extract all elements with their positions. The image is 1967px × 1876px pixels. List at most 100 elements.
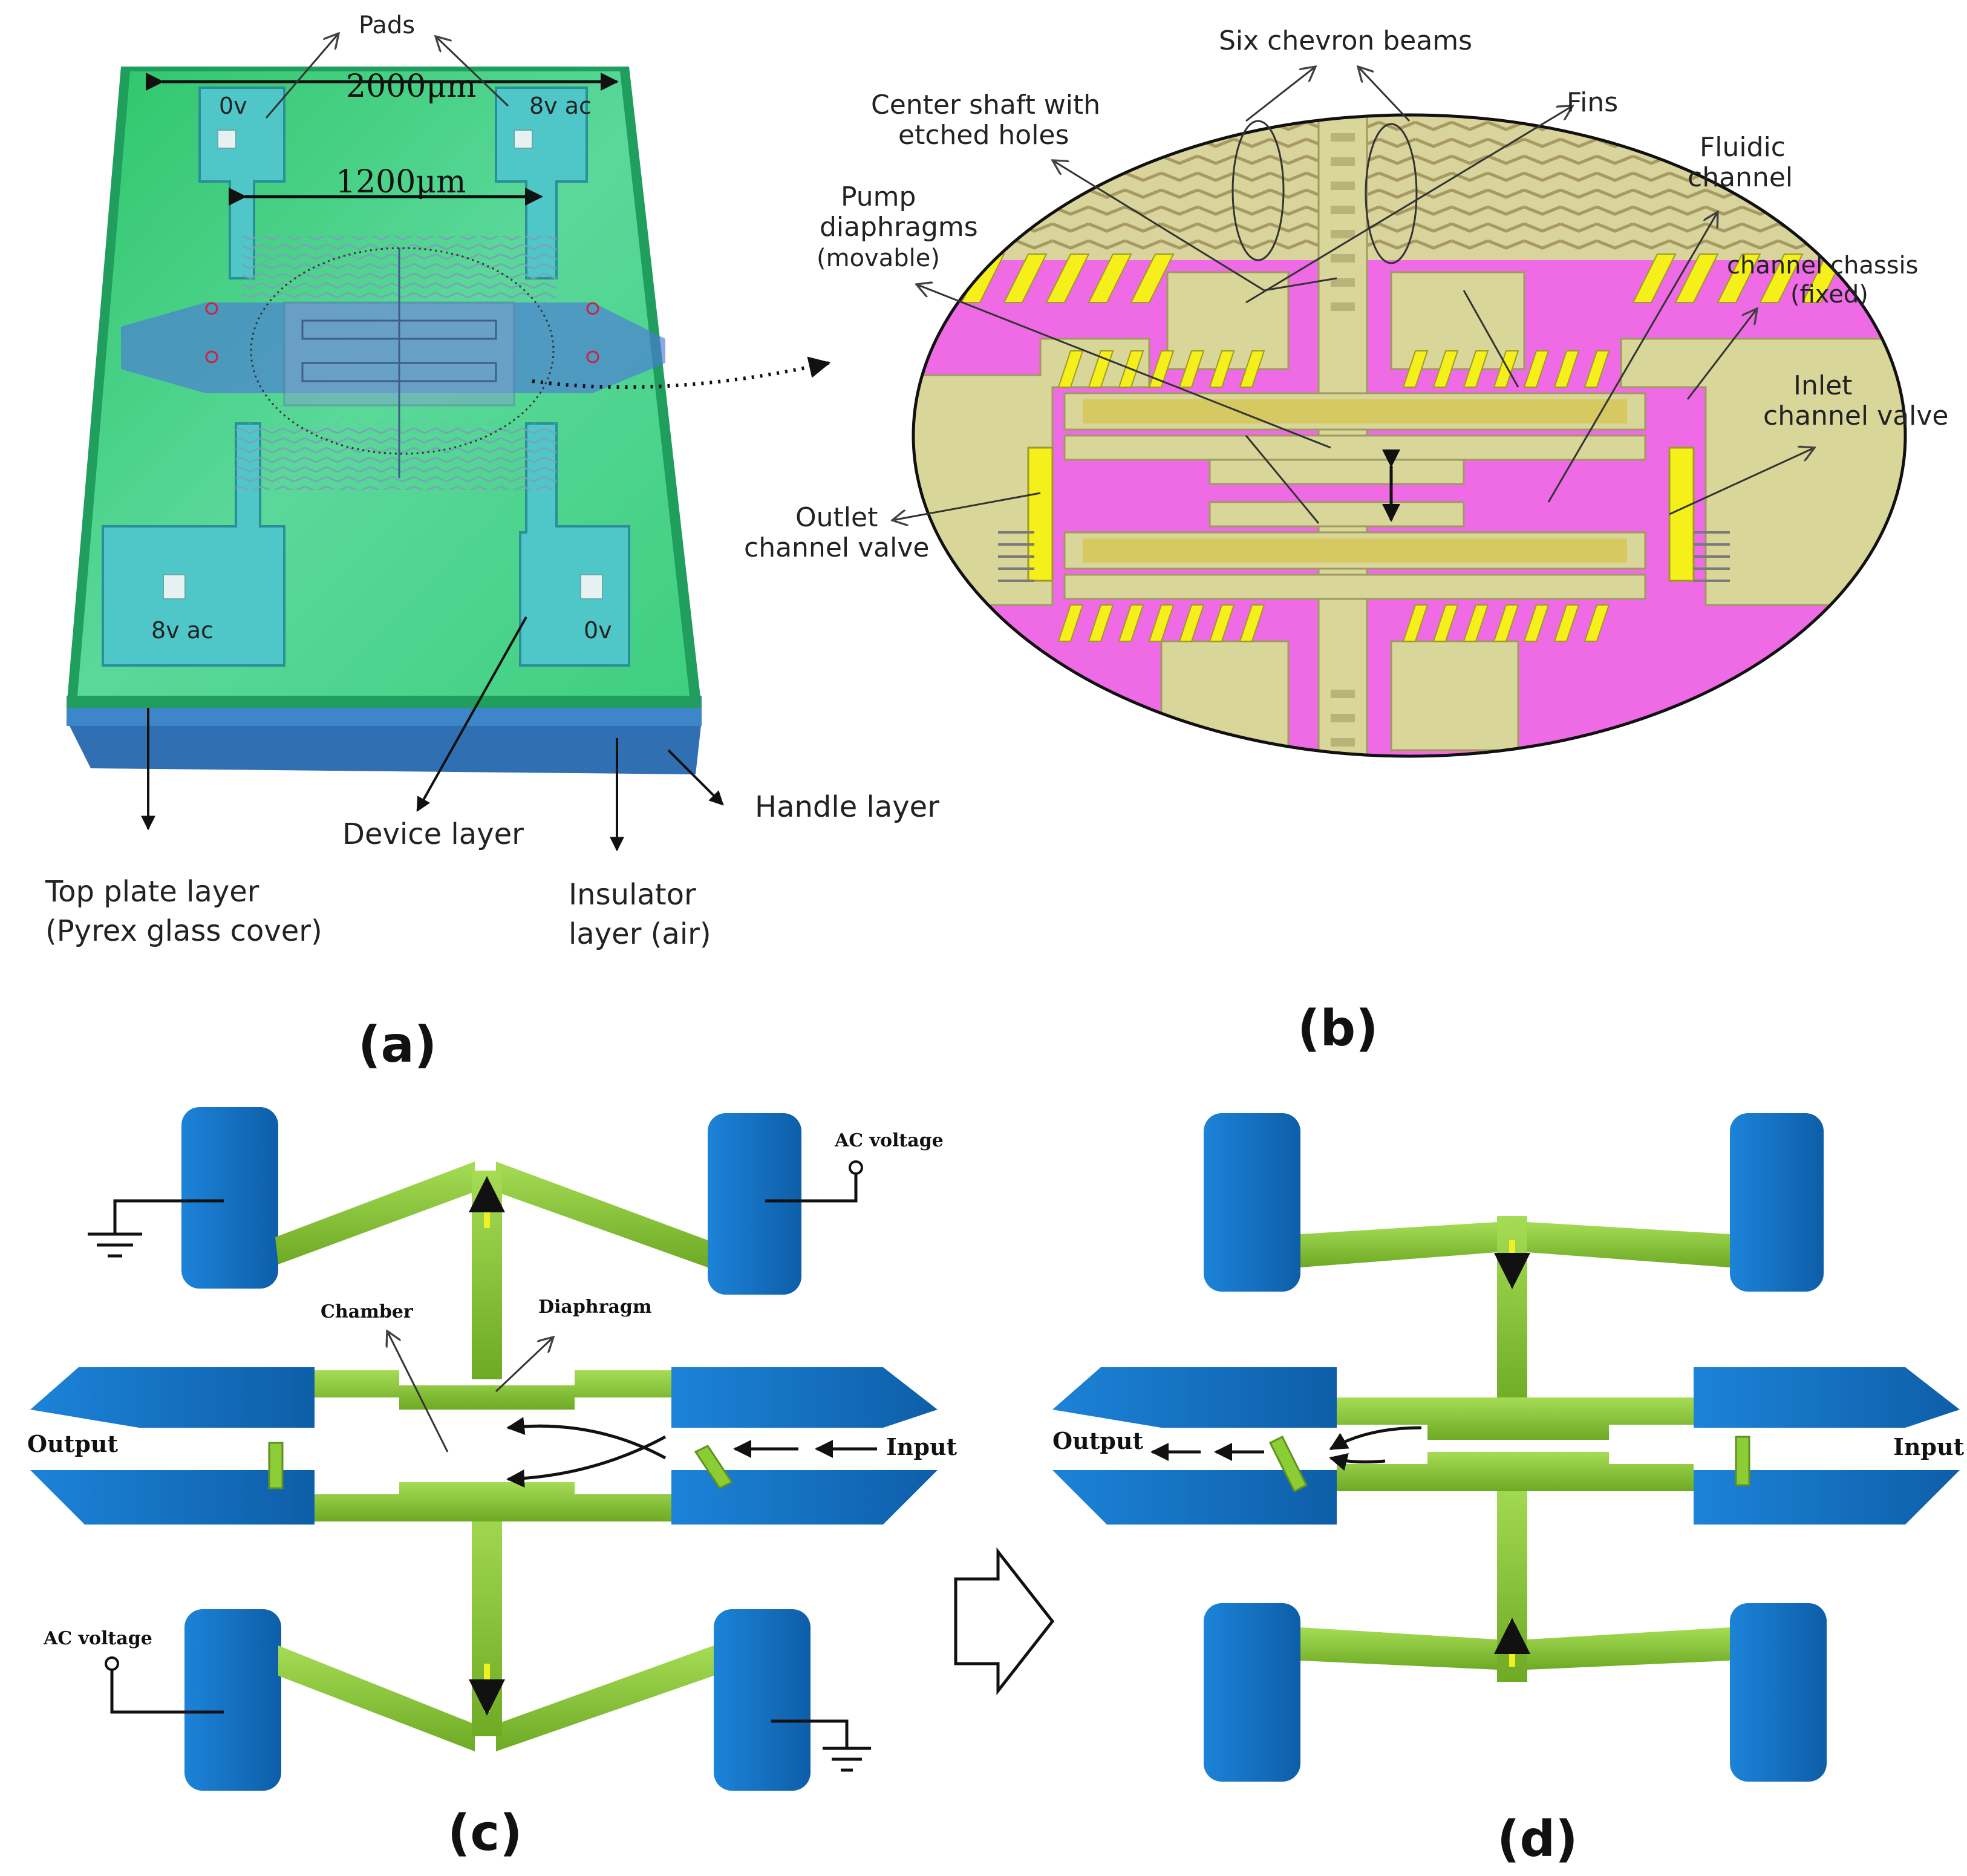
valve-c-outlet	[268, 1442, 284, 1489]
beam-d-bottom-right	[1527, 1627, 1730, 1670]
teeth-top	[918, 253, 1846, 303]
label-outlet-1: Outlet	[795, 502, 878, 533]
beam-c-bottom-right	[496, 1646, 714, 1751]
inlet-valve	[1668, 446, 1695, 582]
chassis-d-bottom-right	[1694, 1470, 1960, 1525]
beam-d-top-left	[1300, 1222, 1497, 1267]
ground-wire-c-top	[113, 1199, 224, 1234]
dimension-2000-label: 2000μm	[346, 68, 476, 105]
label-center-shaft-2: etched holes	[898, 120, 1069, 151]
panel-a-letter: (a)	[358, 1016, 437, 1074]
handle-layer-slab	[67, 720, 702, 774]
label-c-ac-top: AC voltage	[834, 1130, 944, 1151]
label-d-input: Input	[1893, 1433, 1965, 1460]
label-fluidic-1: Fluidic	[1700, 132, 1786, 163]
label-c-chamber: Chamber	[321, 1301, 414, 1322]
electrode-d-top-right	[1730, 1113, 1824, 1292]
ac-terminal-c-bottom	[105, 1656, 119, 1671]
ac-terminal-c-top	[849, 1160, 863, 1175]
electrode-d-bottom-right	[1730, 1603, 1827, 1782]
chassis-c-bottom-right	[671, 1470, 938, 1525]
electrode-c-top-left	[181, 1107, 278, 1289]
chassis-c-top-right	[671, 1367, 938, 1428]
chassis-c-top-left	[30, 1367, 315, 1428]
chassis-d-top-left	[1052, 1367, 1337, 1428]
valve-d-outlet	[1268, 1435, 1308, 1493]
label-inlet-2: channel valve	[1763, 400, 1948, 431]
panel-a: Pads 2000μm 1200μm 0v 8v ac 8v ac 0v Dev…	[45, 11, 939, 1074]
ac-wire-c-bottom	[110, 1670, 224, 1714]
valve-d-inlet	[1735, 1436, 1750, 1486]
pad-tr-voltage: 8v ac	[529, 93, 592, 119]
label-inlet-1: Inlet	[1793, 370, 1852, 401]
pad-top-left	[198, 87, 285, 279]
chevron-beams-bottom	[236, 423, 556, 490]
beam-c-top-left	[275, 1162, 475, 1264]
electrode-d-top-left	[1204, 1113, 1300, 1292]
ground-wire-c-bottom	[771, 1719, 849, 1748]
beam-c-top-right	[496, 1162, 708, 1267]
panel-c: AC voltage AC voltage Chamber Diaphragm …	[27, 1107, 957, 1862]
label-pump-3: (movable)	[817, 244, 940, 272]
diaphragm-d-bottom	[1337, 1452, 1694, 1491]
label-c-diaphragm: Diaphragm	[538, 1296, 652, 1318]
electrode-c-top-right	[708, 1113, 801, 1295]
panel-d-letter: (d)	[1497, 1811, 1578, 1868]
electrode-c-bottom-right	[714, 1609, 811, 1791]
ground-symbol-c-top	[88, 1232, 142, 1258]
transition-arrow	[954, 1547, 1055, 1696]
label-chassis-2: (fixed)	[1790, 281, 1868, 309]
beam-d-bottom-left	[1300, 1627, 1497, 1670]
fin-block-br	[1390, 640, 1519, 751]
electrode-c-bottom-left	[184, 1609, 281, 1791]
fins-top	[1057, 350, 1610, 388]
diaphragm-c-top	[315, 1370, 671, 1410]
panel-b-letter: (b)	[1297, 1000, 1378, 1057]
flow-curve-c-upper	[506, 1417, 667, 1460]
chevron-highlight-right	[1365, 123, 1418, 264]
diaphragm-c-bottom	[315, 1482, 671, 1521]
pads-label: Pads	[359, 11, 415, 39]
ground-symbol-c-bottom	[823, 1747, 871, 1772]
label-pump-2: diaphragms	[820, 212, 978, 243]
top-plate-label-2: (Pyrex glass cover)	[45, 914, 322, 948]
chevron-highlight-left	[1231, 120, 1285, 261]
upper-channel-slot	[1063, 434, 1646, 461]
beam-c-bottom-left	[278, 1646, 475, 1751]
chassis-c-bottom-left	[30, 1470, 315, 1525]
label-center-shaft-1: Center shaft with	[871, 90, 1100, 120]
flow-curve-d-upper	[1329, 1426, 1422, 1451]
outlet-valve	[1027, 446, 1054, 582]
panel-d: Output Input (d)	[1052, 1113, 1965, 1868]
flow-curve-d-lower	[1329, 1453, 1386, 1471]
chassis-right	[1620, 338, 1905, 606]
chassis-d-bottom-left	[1052, 1470, 1337, 1525]
label-c-output: Output	[27, 1430, 118, 1457]
label-c-ac-bottom: AC voltage	[43, 1628, 152, 1649]
chassis-d-top-right	[1694, 1367, 1960, 1428]
label-fluidic-2: channel	[1688, 162, 1793, 193]
fin-block-tr	[1390, 271, 1525, 370]
panel-b: Six chevron beams Center shaft with etch…	[744, 25, 1948, 1057]
pad-br-voltage: 0v	[584, 617, 612, 644]
flow-curve-c-lower	[506, 1435, 667, 1488]
label-c-input: Input	[886, 1433, 957, 1460]
diaphragm-d-top	[1337, 1397, 1694, 1440]
pad-bl-voltage: 8v ac	[151, 617, 214, 644]
label-outlet-2: channel valve	[744, 532, 929, 563]
dimension-1200-label: 1200μm	[336, 164, 466, 200]
handle-layer-label: Handle layer	[755, 790, 939, 824]
top-plate-label-1: Top plate layer	[45, 875, 259, 909]
device-layer-label: Device layer	[342, 817, 524, 851]
ac-wire-c-top	[765, 1174, 858, 1203]
label-six-chevron: Six chevron beams	[1219, 25, 1472, 56]
zoom-region-circle	[250, 247, 555, 455]
beam-d-top-right	[1527, 1222, 1730, 1267]
insulator-label-2: layer (air)	[569, 917, 711, 951]
label-fins: Fins	[1567, 87, 1618, 118]
insulator-label-1: Insulator	[569, 878, 696, 912]
label-chassis-1: channel chassis	[1727, 252, 1918, 279]
electrode-d-bottom-left	[1204, 1603, 1300, 1782]
fins-bottom	[1057, 604, 1610, 642]
